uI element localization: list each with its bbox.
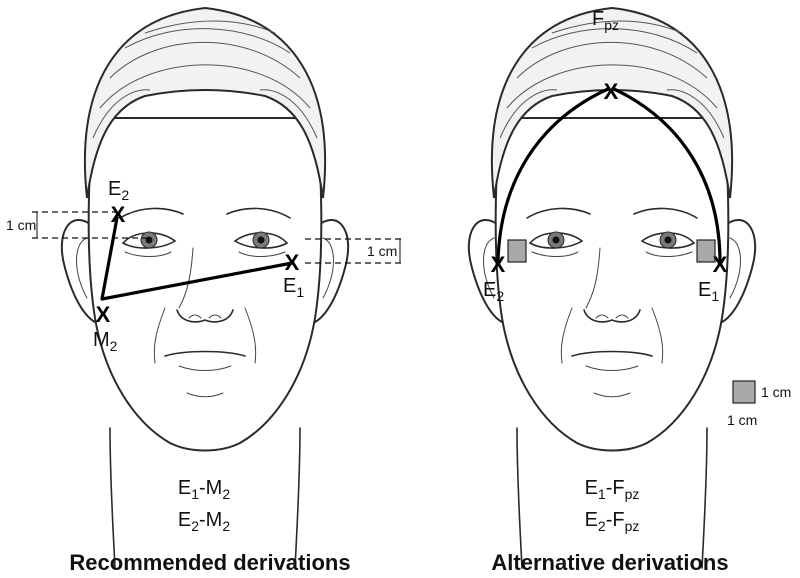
e1-marker-left: X <box>285 250 300 275</box>
caption-alternative: Alternative derivations <box>491 550 728 575</box>
derivation-e2-m2: E2-M2 <box>178 509 230 534</box>
e2-marker-left: X <box>111 202 126 227</box>
derivation-e2-fpz: E2-Fpz <box>585 509 640 534</box>
e2-marker-right: X <box>491 252 506 277</box>
m2-marker-left: X <box>96 302 111 327</box>
offset-label-right: 1 cm <box>367 243 397 259</box>
scale-square <box>733 381 755 403</box>
scale-label-below: 1 cm <box>727 412 757 428</box>
fpz-marker: X <box>604 79 619 104</box>
derivation-e1-m2: E1-M2 <box>178 477 230 502</box>
e1-marker-right: X <box>713 252 728 277</box>
scale-label-right: 1 cm <box>761 384 791 400</box>
square-e2-region <box>508 240 526 262</box>
offset-label-left: 1 cm <box>6 217 36 233</box>
derivation-e1-fpz: E1-Fpz <box>585 477 640 502</box>
caption-recommended: Recommended derivations <box>69 550 350 575</box>
